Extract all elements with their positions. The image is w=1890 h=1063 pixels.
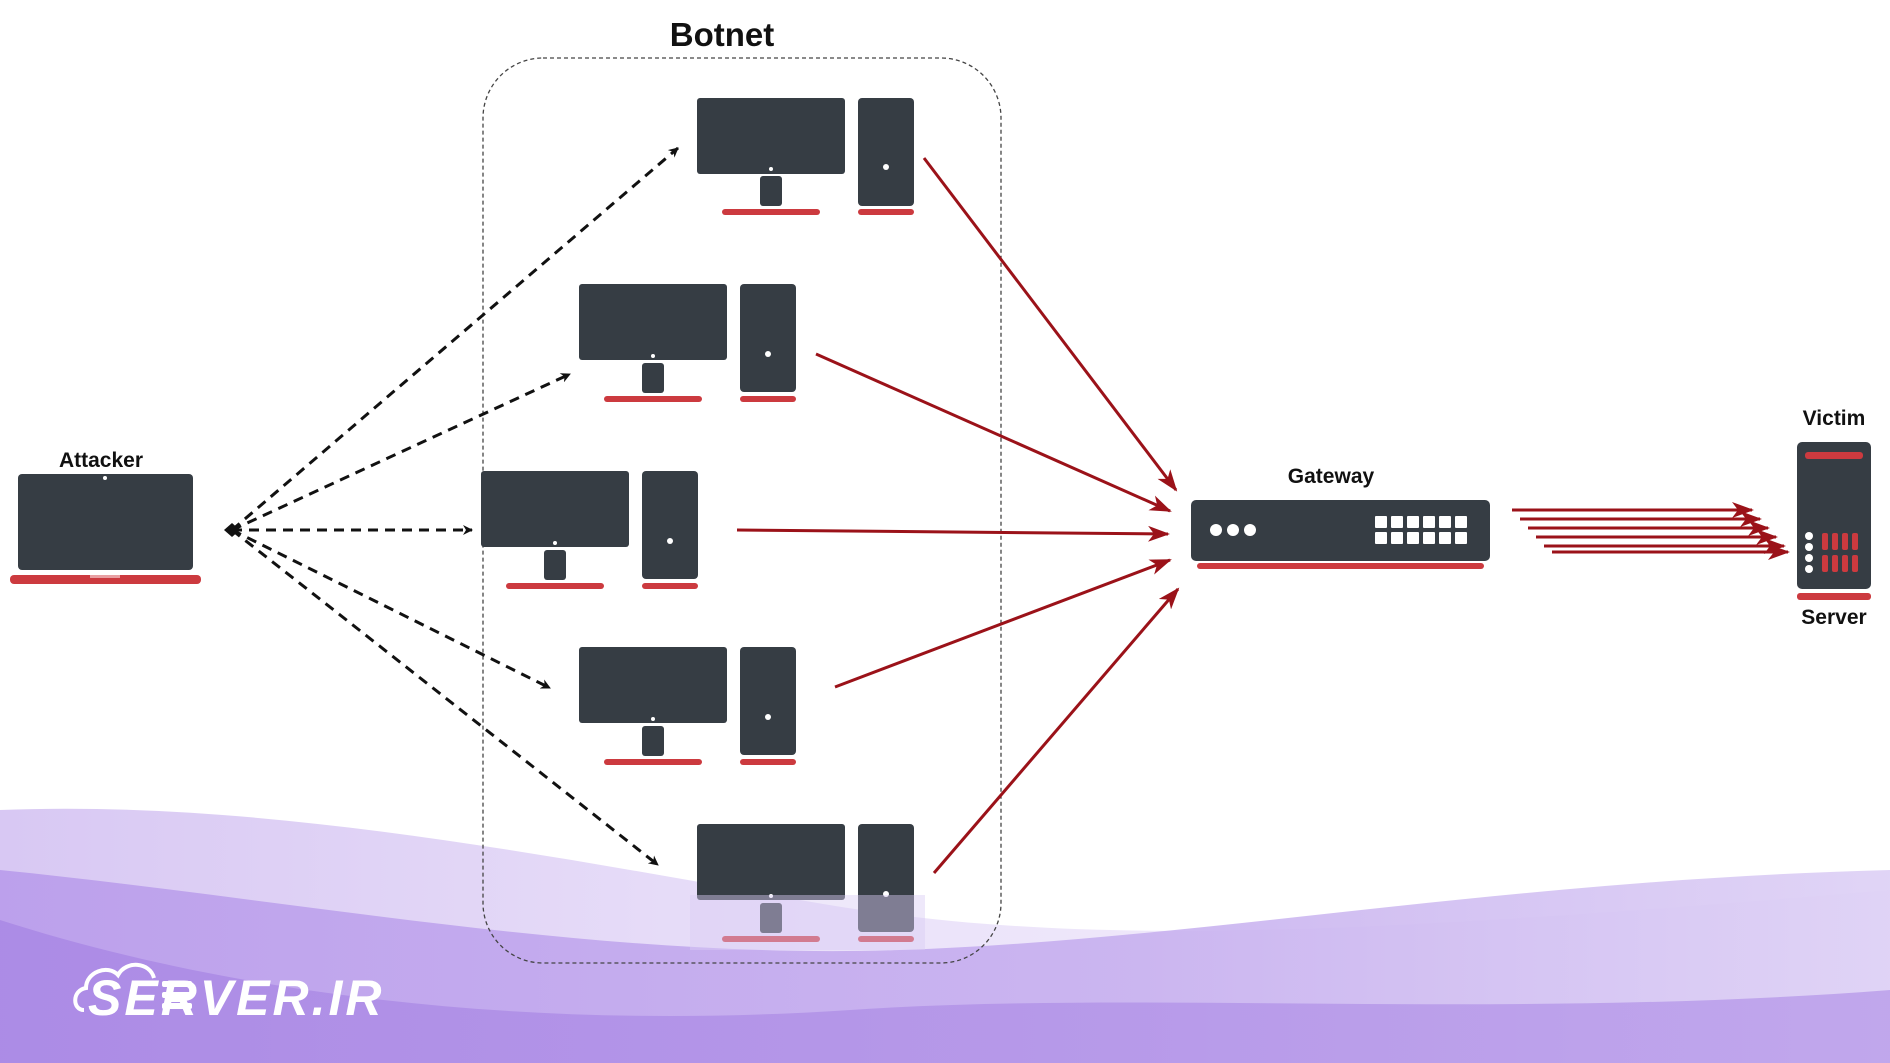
attack-arrows: [736, 157, 1180, 874]
wave-dark: [0, 920, 1890, 1063]
gateway-network-switch-icon: [1191, 500, 1490, 569]
bot-4-desktop-computer-icon: [579, 647, 796, 765]
watermark-logo: SERVER.IR: [73, 962, 385, 1026]
attack-arrow-bot-2: [815, 352, 1172, 513]
command-arrow-bot-4: [231, 528, 551, 690]
attack-arrow-bot-3: [736, 525, 1170, 542]
gateway-label: Gateway: [1288, 465, 1375, 488]
victim-server-tower-icon: [1797, 442, 1871, 600]
victim-label: Victim: [1803, 407, 1866, 430]
cloud-server-logo-icon: [73, 962, 192, 1012]
command-arrow-bot-2: [231, 372, 571, 532]
command-arrow-bot-1: [231, 146, 679, 532]
bot-2-desktop-computer-icon: [579, 284, 796, 402]
botnet-title: Botnet: [670, 16, 774, 53]
attack-arrow-bot-1: [922, 157, 1178, 492]
command-origin-dot: [224, 523, 240, 537]
bot-5-desktop-computer-icon: [690, 824, 925, 950]
flood-arrows: [1512, 502, 1790, 560]
command-arrows: [224, 146, 679, 867]
attack-arrow-bot-5: [932, 587, 1180, 874]
attack-arrow-bot-4: [834, 558, 1172, 689]
attacker-label: Attacker: [59, 449, 143, 472]
background-waves: [0, 808, 1890, 1063]
bot-1-desktop-computer-icon: [697, 98, 914, 215]
server-label: Server: [1801, 606, 1866, 629]
attacker-laptop-icon: [10, 474, 201, 584]
bot-3-desktop-computer-icon: [481, 471, 698, 589]
watermark-brand: SERVER.IR: [88, 970, 385, 1026]
command-arrow-bot-5: [231, 528, 659, 867]
